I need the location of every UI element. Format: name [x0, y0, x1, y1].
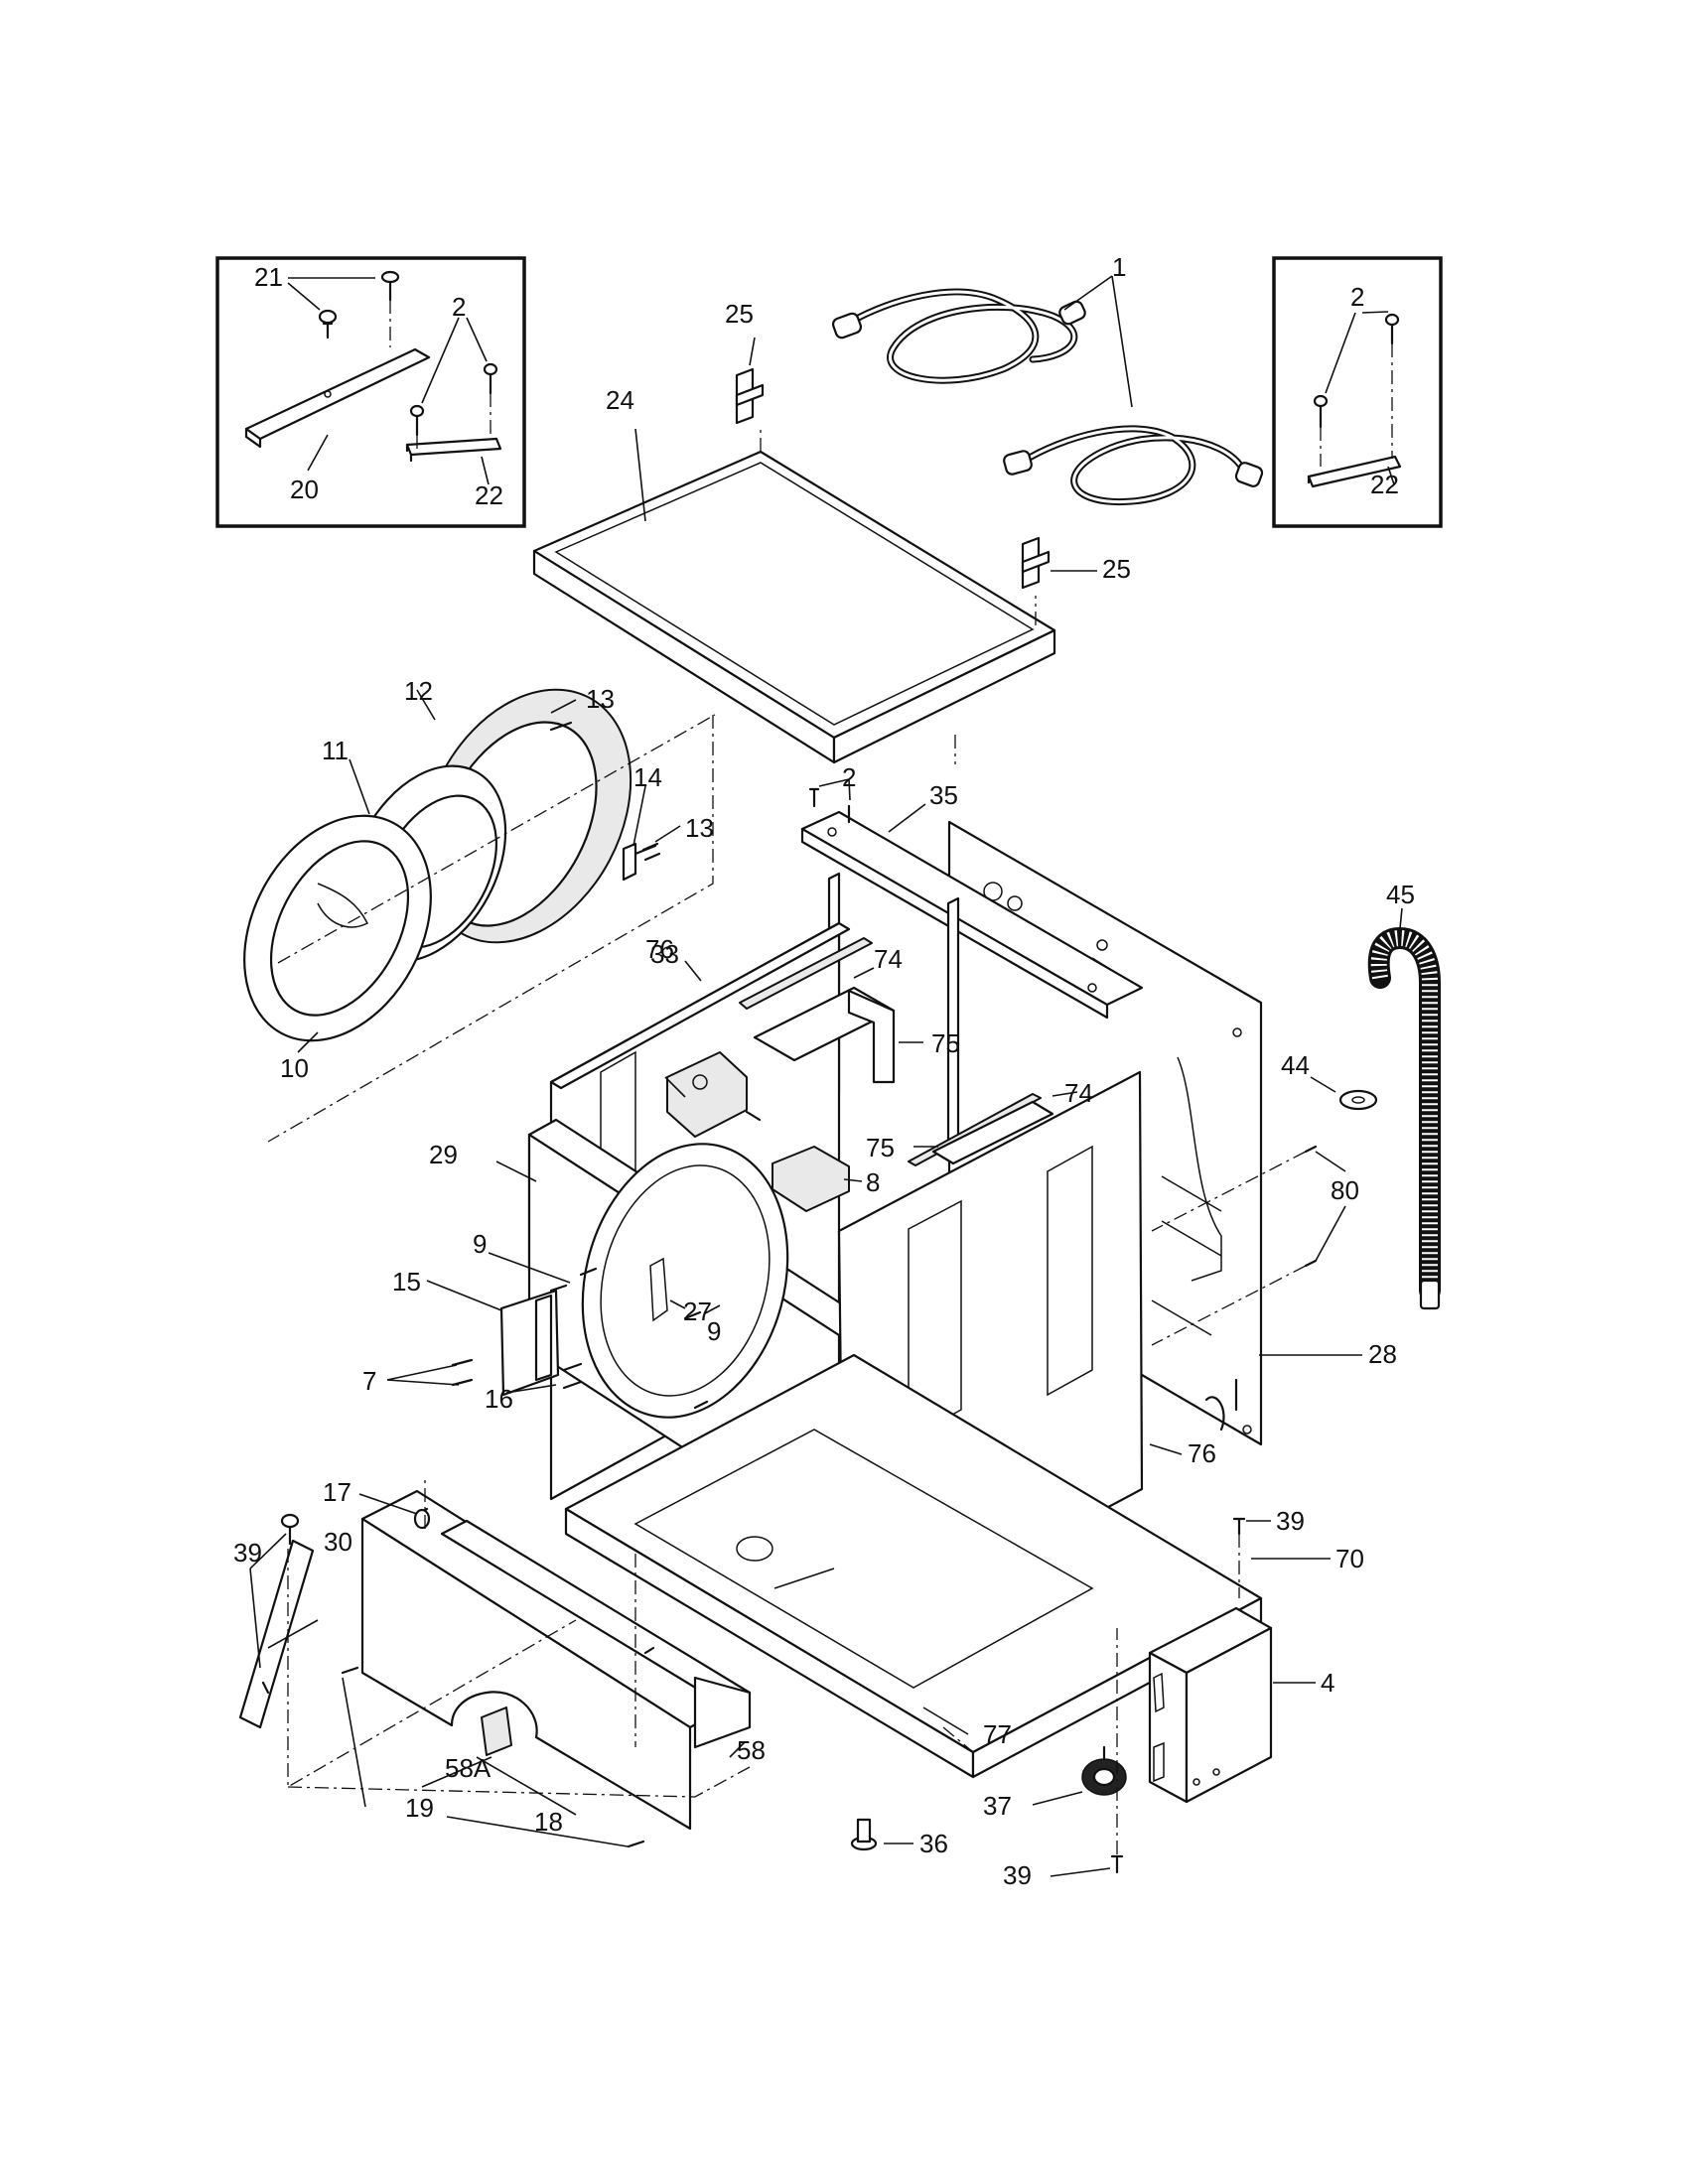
inlet-hoses: [831, 275, 1264, 506]
callout-80: 80: [1331, 1175, 1359, 1205]
callout-22: 22: [475, 480, 503, 510]
callout-20: 20: [290, 475, 319, 504]
callout-76: 76: [645, 934, 674, 964]
callout-9: 9: [707, 1316, 721, 1346]
callout-35: 35: [929, 780, 958, 810]
kick-panel: [238, 1479, 752, 1848]
callout-16: 16: [485, 1384, 513, 1414]
inset-box-left: [215, 256, 526, 528]
callout-75: 75: [931, 1028, 960, 1058]
callout-22: 22: [1370, 470, 1399, 499]
control-box: [850, 1517, 1316, 1877]
callout-75: 75: [866, 1133, 895, 1162]
callout-58: 58: [737, 1735, 766, 1765]
callout-13: 13: [685, 813, 714, 843]
callout-18: 18: [534, 1807, 563, 1837]
callout-70: 70: [1335, 1544, 1364, 1573]
callout-2: 2: [842, 762, 856, 792]
callout-1: 1: [1112, 252, 1126, 282]
callout-28: 28: [1368, 1339, 1397, 1369]
callout-44: 44: [1281, 1050, 1310, 1080]
callout-11: 11: [322, 736, 349, 765]
callout-39: 39: [233, 1538, 262, 1568]
callout-21: 21: [254, 262, 283, 292]
drain-hose: [1151, 907, 1441, 1346]
top-panel: [532, 337, 1097, 764]
callout-2: 2: [1350, 282, 1364, 312]
callout-15: 15: [392, 1267, 421, 1297]
callout-17: 17: [323, 1477, 351, 1507]
callout-39: 39: [1276, 1506, 1305, 1536]
callout-76: 76: [1188, 1438, 1216, 1468]
callout-74: 74: [1064, 1078, 1093, 1108]
callout-8: 8: [866, 1167, 880, 1197]
callout-25: 25: [725, 299, 754, 329]
door-assembly: [243, 688, 716, 1143]
callout-24: 24: [606, 385, 634, 415]
callout-58A: 58A: [445, 1753, 491, 1783]
callout-39: 39: [1003, 1860, 1032, 1890]
callout-7: 7: [362, 1366, 376, 1396]
callout-13: 13: [586, 684, 615, 714]
callout-12: 12: [404, 676, 433, 706]
callout-74: 74: [874, 944, 903, 974]
callout-10: 10: [280, 1053, 309, 1083]
callout-37: 37: [983, 1791, 1012, 1821]
front-hardware: [386, 1252, 721, 1410]
callout-labels: 1 2 2 2 4 7 8 9 9 10 11 12 13 13 14 15 1…: [233, 252, 1415, 1890]
callout-77: 77: [983, 1719, 1012, 1749]
callout-4: 4: [1321, 1668, 1334, 1698]
callout-29: 29: [429, 1140, 458, 1169]
callout-25: 25: [1102, 554, 1131, 584]
frame-rail: [800, 778, 1144, 1149]
callout-33: 33: [650, 939, 679, 969]
callout-36: 36: [919, 1829, 948, 1858]
callout-14: 14: [633, 762, 662, 792]
callout-30: 30: [324, 1527, 352, 1557]
callout-19: 19: [405, 1793, 434, 1823]
callout-2: 2: [452, 292, 466, 322]
inset-box-right: [1272, 256, 1443, 528]
callout-27: 27: [683, 1297, 712, 1326]
callout-9: 9: [473, 1229, 487, 1259]
callout-45: 45: [1386, 880, 1415, 909]
